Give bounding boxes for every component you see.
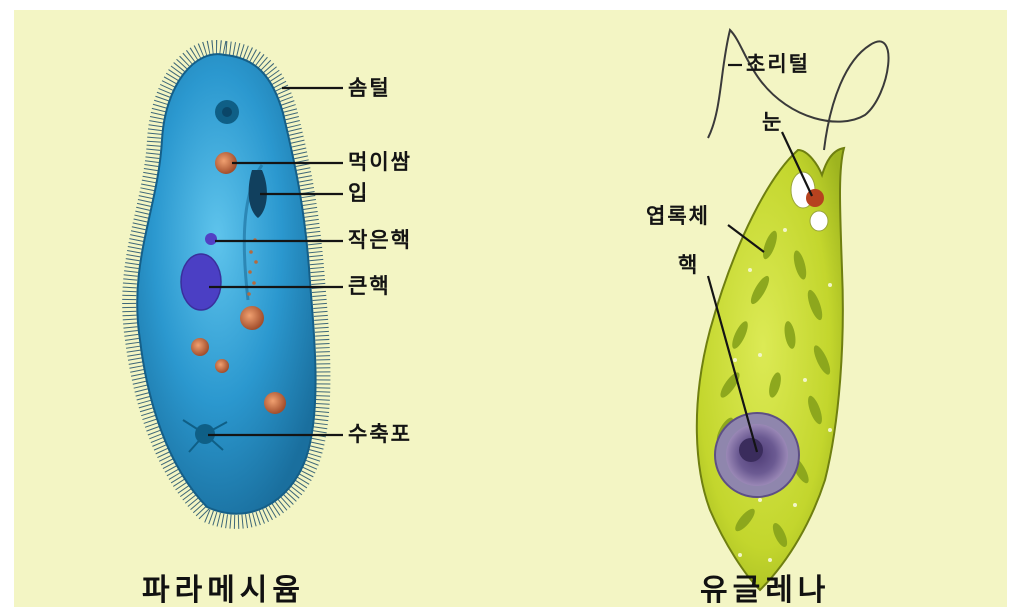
label-micronucleus: 작은핵: [348, 230, 412, 251]
euglena-illustration: [697, 30, 889, 590]
paramecium-illustration: [129, 47, 343, 522]
label-cilia: 솜털: [348, 78, 391, 99]
label-flagellum: 초리털: [746, 54, 810, 75]
euglena-eyespot: [806, 189, 824, 207]
label-food-vacuole: 먹이쌈: [348, 152, 412, 173]
euglena-nucleus: [715, 413, 799, 497]
paramecium-micronucleus: [205, 233, 217, 245]
label-nucleus: 핵: [678, 255, 699, 276]
paramecium-food-vacuole-5: [264, 392, 286, 414]
label-contractile-vacuole: 수축포: [348, 424, 412, 445]
paramecium-food-vacuole-3: [191, 338, 209, 356]
label-mouth: 입: [348, 183, 369, 204]
euglena-flagellum: [708, 30, 889, 150]
caption-euglena: 유글레나: [700, 576, 830, 606]
paramecium-food-vacuole-4: [215, 359, 229, 373]
caption-paramecium: 파라메시윰: [142, 576, 305, 606]
paramecium-macronucleus: [181, 254, 221, 310]
label-macronucleus: 큰핵: [348, 276, 391, 297]
label-chloroplast: 엽록체: [646, 206, 710, 227]
paramecium-contractile-vacuole-top: [215, 100, 239, 124]
paramecium-food-vacuole-2: [240, 306, 264, 330]
label-eyespot: 눈: [762, 112, 783, 133]
